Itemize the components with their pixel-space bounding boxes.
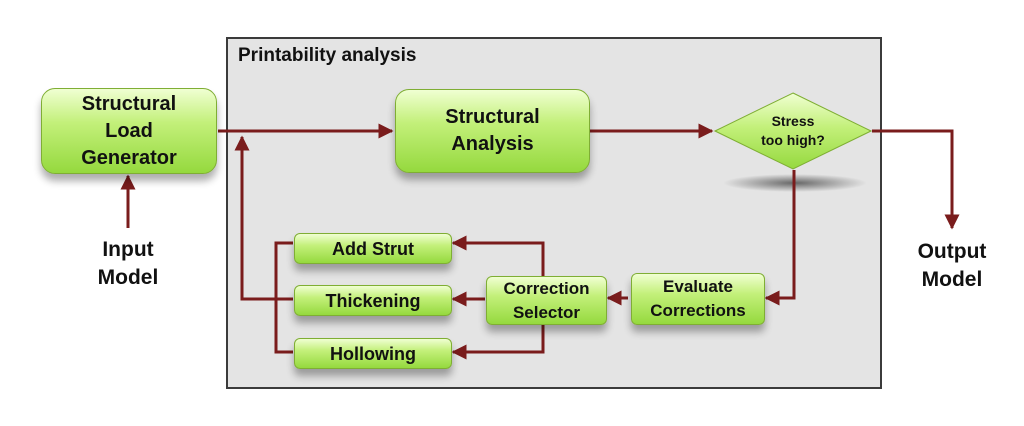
add-strut-label: Add Strut <box>332 238 414 259</box>
connector-add-strut-to-hollowing <box>274 241 293 354</box>
structural-load-generator-node: Structural Load Generator <box>41 88 217 174</box>
evaluate-line-1: Evaluate <box>663 277 733 296</box>
arrow-decision-to-evaluate <box>764 170 796 306</box>
decision-line-2: too high? <box>761 132 825 148</box>
hollowing-label: Hollowing <box>330 343 416 364</box>
load-generator-line-3: Generator <box>81 146 177 169</box>
thickening-label: Thickening <box>325 290 421 311</box>
structural-analysis-node: Structural Analysis <box>395 89 590 173</box>
arrow-selector-to-add-strut <box>451 235 545 276</box>
analysis-line-2: Analysis <box>451 133 534 155</box>
input-model-label: Input Model <box>78 236 178 292</box>
load-generator-line-1: Structural <box>81 92 177 115</box>
evaluate-line-2: Corrections <box>650 301 746 320</box>
thickening-node: Thickening <box>294 285 452 316</box>
add-strut-node: Add Strut <box>294 233 452 264</box>
decision-line-1: Stress <box>771 113 815 129</box>
evaluate-corrections-node: Evaluate Corrections <box>631 273 765 325</box>
stress-decision-node: Stress too high? <box>714 92 872 170</box>
load-generator-line-2: Load <box>105 119 153 142</box>
arrow-selector-to-hollowing <box>451 325 545 360</box>
input-line-2: Model <box>97 266 159 289</box>
output-line-1: Output <box>917 240 987 263</box>
arrow-corrections-feedback <box>234 135 293 301</box>
output-line-2: Model <box>921 268 983 291</box>
correction-selector-node: Correction Selector <box>486 276 607 325</box>
output-model-label: Output Model <box>898 238 1006 294</box>
input-line-1: Input <box>102 238 154 261</box>
analysis-line-1: Structural <box>445 106 540 128</box>
hollowing-node: Hollowing <box>294 338 452 369</box>
decision-diamond <box>714 92 872 170</box>
selector-line-2: Selector <box>512 302 581 322</box>
selector-line-1: Correction <box>503 278 590 298</box>
panel-title: Printability analysis <box>238 45 417 66</box>
arrow-decision-to-output <box>872 129 960 230</box>
